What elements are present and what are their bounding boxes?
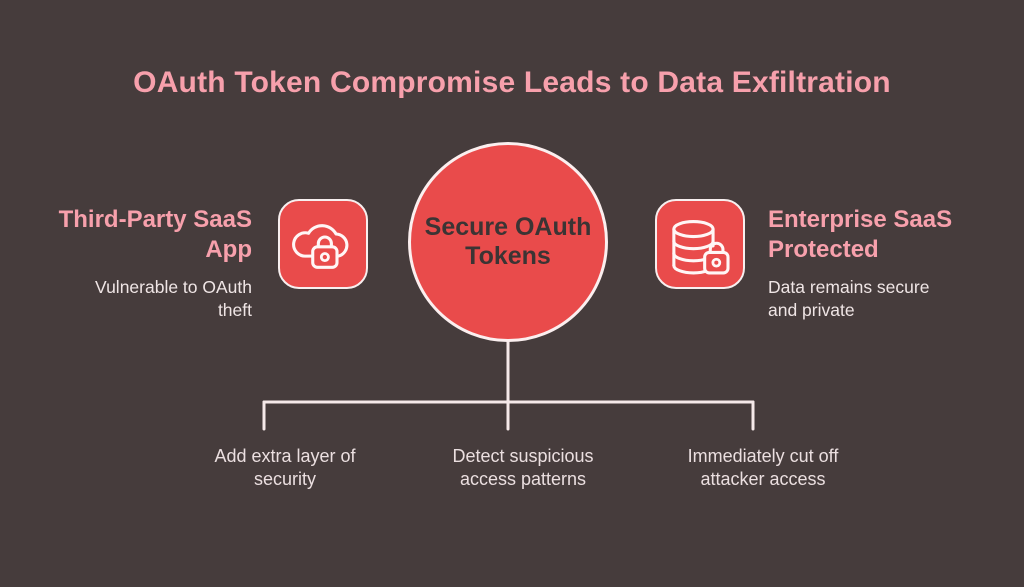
left-node-description: Vulnerable to OAuth theft [30,276,252,322]
left-node-heading-line1: Third-Party SaaS [58,206,252,233]
branch-label-add-security: Add extra layer of security [180,445,390,491]
page-title: OAuth Token Compromise Leads to Data Exf… [133,66,891,99]
right-node-heading-line2: Protected [768,236,879,264]
center-node-label: Secure OAuth Tokens [425,213,592,271]
right-node-heading-line1: Enterprise SaaS [768,206,953,233]
left-node-heading-line2: App [205,236,252,264]
cloud-lock-icon [281,202,365,286]
branch-3-line1: Immediately cut off [687,446,839,466]
right-node-description-line2: and private [768,299,855,320]
center-node-label-line2: Tokens [465,242,551,270]
branch-3-line2: attacker access [700,469,826,490]
branch-label-detect-patterns: Detect suspicious access patterns [418,445,628,491]
database-lock-icon [658,202,742,286]
right-node-description: Data remains secure and private [768,276,998,322]
center-node-circle: Secure OAuth Tokens [408,142,608,342]
left-node-description-line1: Vulnerable to OAuth [95,277,252,297]
right-node-icon-tile [655,199,745,289]
center-node-label-line1: Secure OAuth [424,213,592,241]
branch-2-line1: Detect suspicious [452,446,594,466]
left-node-description-line2: theft [217,299,252,320]
branch-1-line2: security [253,469,316,490]
branch-label-cut-off-access: Immediately cut off attacker access [658,445,868,491]
left-node-heading: Third-Party SaaS App [30,205,252,265]
right-node-heading: Enterprise SaaS Protected [768,205,998,265]
branch-1-line1: Add extra layer of [214,446,356,466]
right-node-description-line1: Data remains secure [768,277,930,297]
branch-2-line2: access patterns [459,469,587,490]
left-node-icon-tile [278,199,368,289]
